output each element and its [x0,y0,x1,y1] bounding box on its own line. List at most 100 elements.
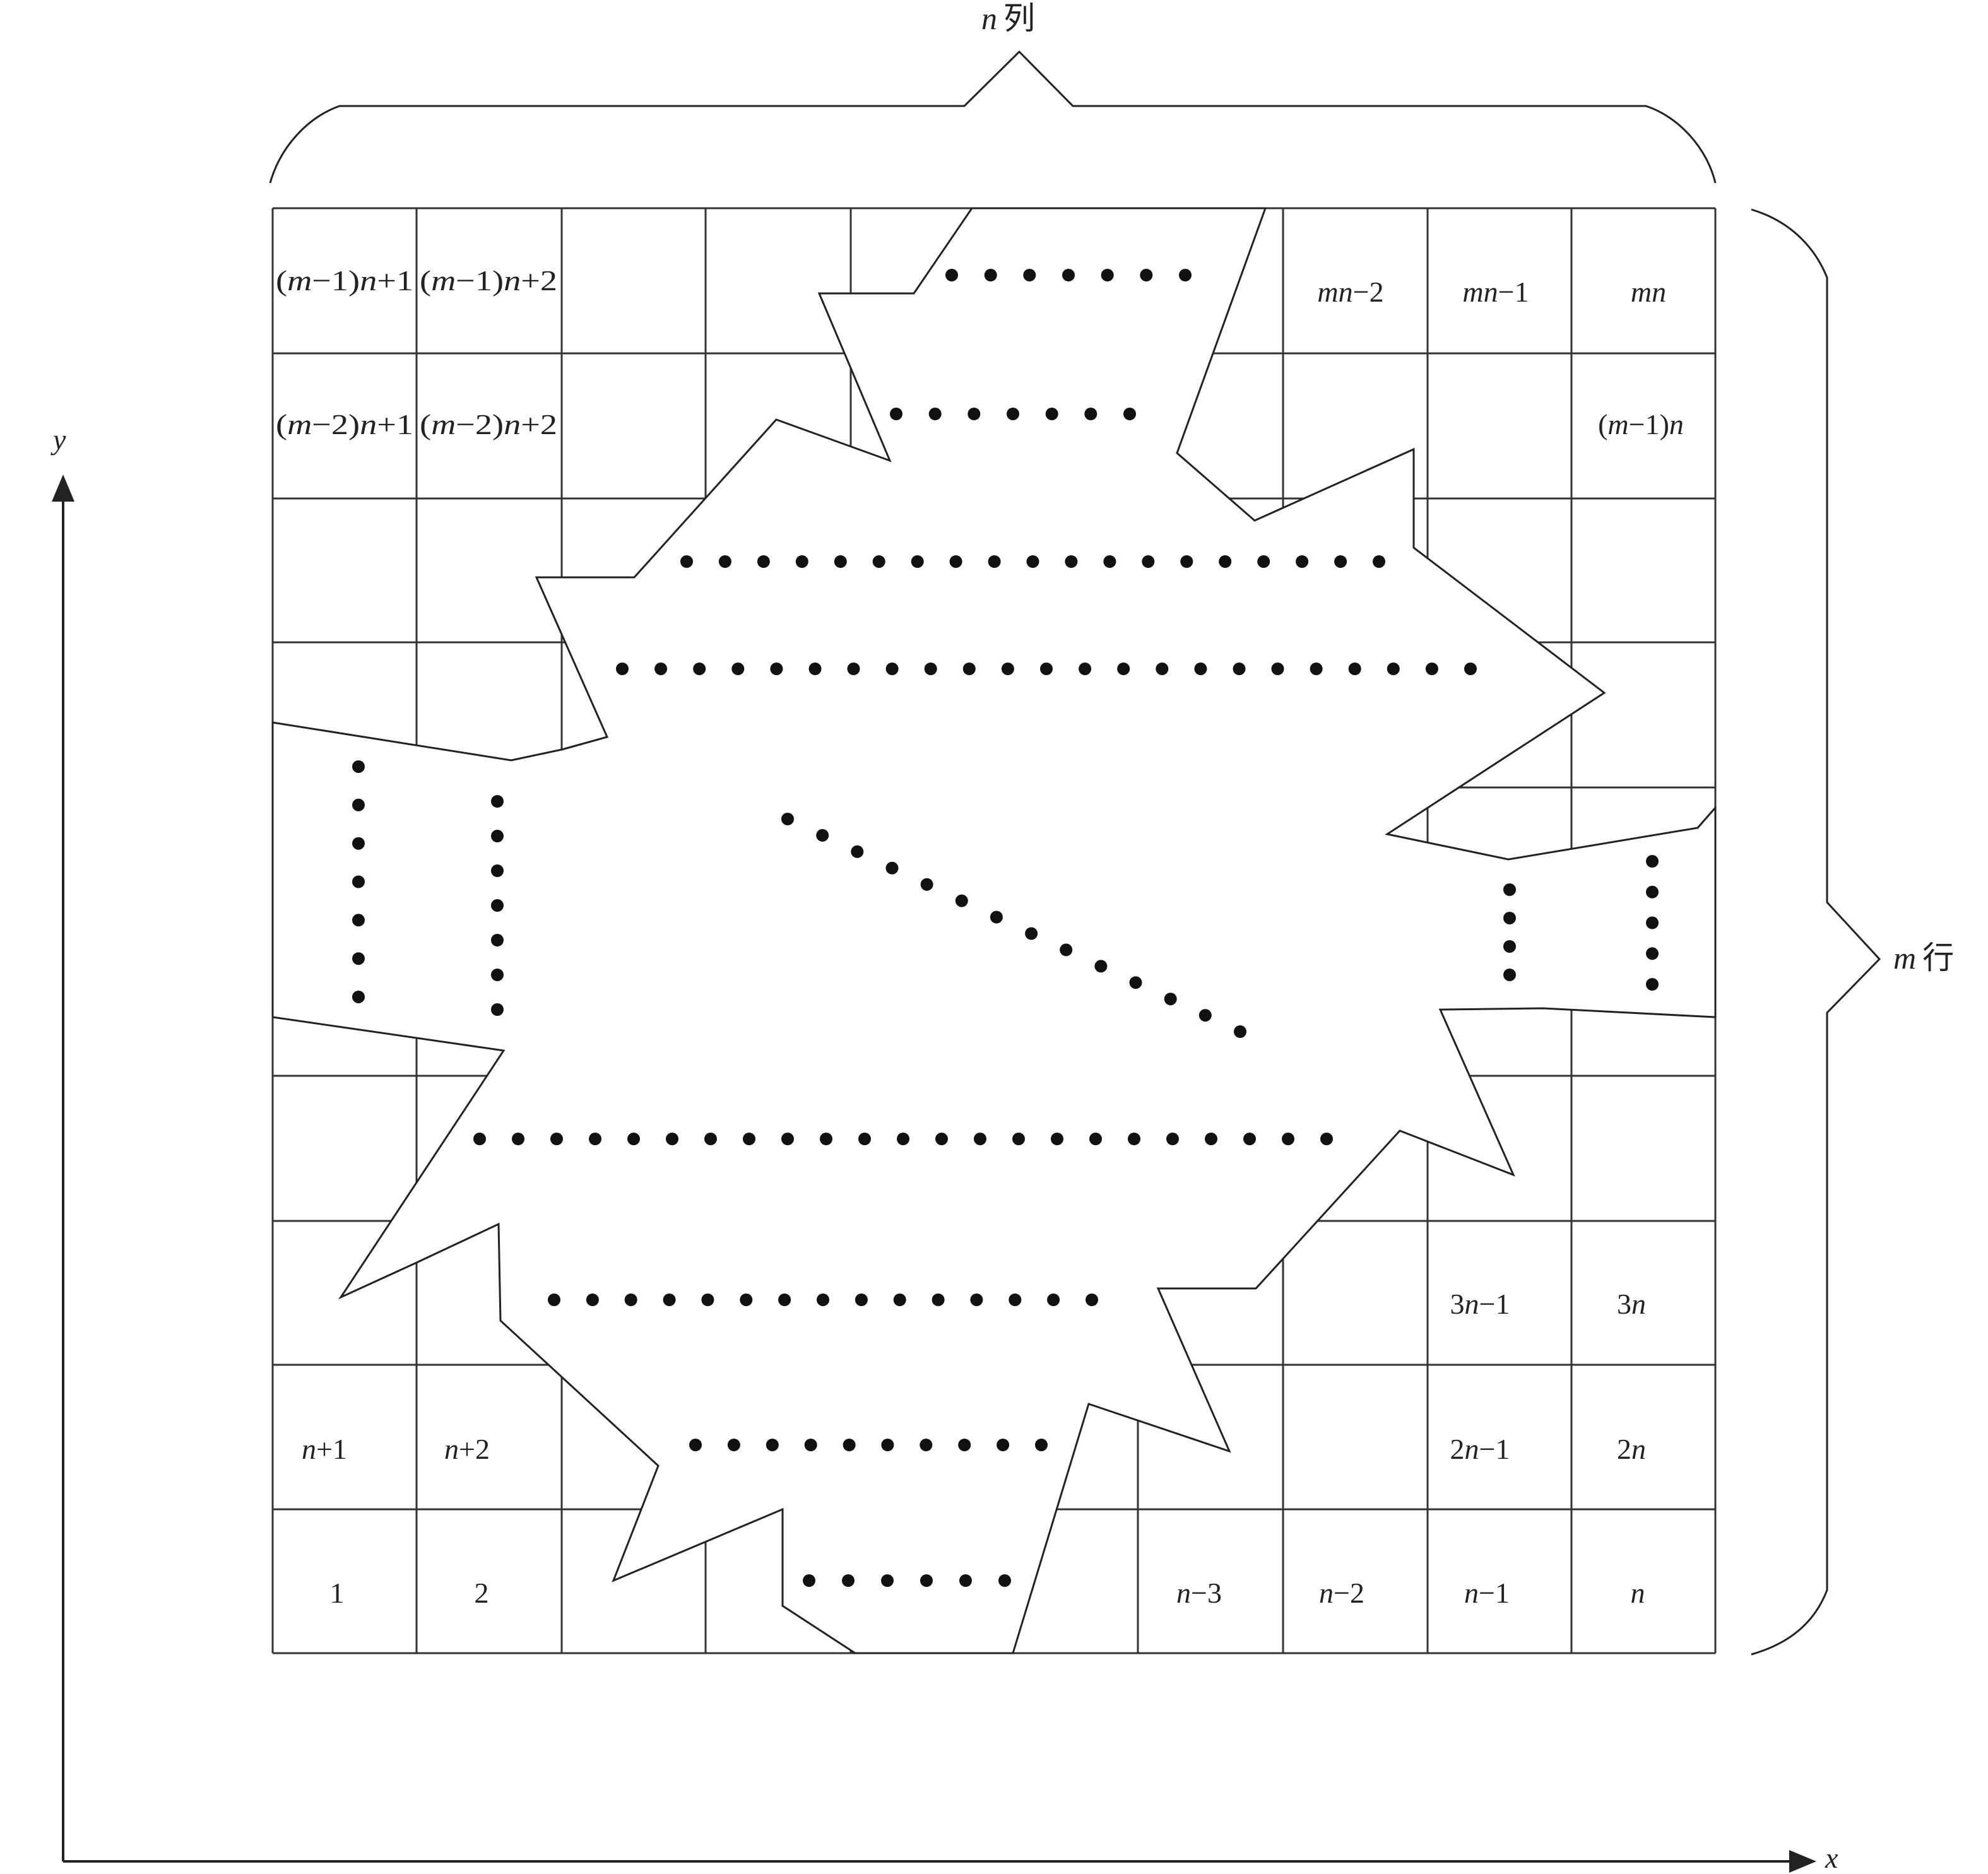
ellipsis-dot [1026,555,1039,568]
ellipsis-dot [847,663,860,675]
ellipsis-dot [1179,269,1192,281]
ellipsis-dot [701,1294,714,1306]
ellipsis-dot [1089,1133,1102,1145]
ellipsis-dot [1040,663,1053,675]
ellipsis-dot [491,1003,504,1016]
ellipsis-dot [1123,408,1136,420]
ellipsis-dot [491,899,504,912]
ellipsis-dot [820,1133,832,1145]
ellipsis-dot [1001,663,1014,675]
ellipsis-dot [352,837,365,850]
ellipsis-dot [1007,408,1019,420]
ellipsis-dot [795,555,808,568]
ellipsis-dot [1140,269,1153,281]
ellipsis-dot [1198,1009,1212,1022]
cell-label: 2n−1 [1450,1433,1510,1465]
ellipsis-dot [1142,555,1155,568]
ellipsis-dot [1065,555,1078,568]
ellipsis-dot [616,663,629,675]
ellipsis-dot [1084,408,1098,420]
ellipsis-dot [881,1439,894,1451]
ellipsis-dot [932,1294,945,1306]
ellipsis-dot [1464,663,1477,675]
ellipsis-dot [766,1439,779,1451]
ellipsis-dot [1094,960,1108,973]
ellipsis-dot [997,1439,1010,1451]
ellipsis-dots [352,269,1659,1587]
ellipsis-dot [757,555,770,568]
ellipsis-dot [1128,1133,1140,1145]
ellipsis-dot [666,1133,678,1145]
ellipsis-dot [858,1133,871,1145]
ellipsis-dot [743,1133,755,1145]
ellipsis-dot [1180,555,1193,568]
cell-labels: (m−1)n+1 (m−1)n+2 mn−2 mn−1 mn (m−2)n+1 … [276,264,1684,1609]
ellipsis-dot [958,1439,971,1451]
ellipsis-dot [967,408,981,420]
ellipsis-dot [1035,1439,1048,1451]
ellipsis-dot [1234,1025,1246,1038]
ellipsis-dot [945,269,958,281]
ellipsis-dot [881,1574,894,1587]
ellipsis-dot [816,828,829,842]
ellipsis-dot [512,1133,524,1145]
ellipsis-dot [928,408,942,420]
ellipsis-dot [624,1294,637,1306]
torn-region [271,207,1717,1654]
ellipsis-dot [1282,1133,1294,1145]
ellipsis-dot [974,1133,986,1145]
ellipsis-dot [1310,663,1323,675]
ellipsis-dot [935,1133,948,1145]
ellipsis-dot [1060,943,1073,957]
ellipsis-dot [855,1294,868,1306]
ellipsis-dot [959,1574,972,1587]
ellipsis-dot [872,555,885,568]
row-brace [1751,208,1881,1656]
ellipsis-dot [1062,269,1075,281]
ellipsis-dot [897,1133,909,1145]
ellipsis-dot [1243,1133,1256,1145]
ellipsis-dot [1503,883,1516,896]
ellipsis-dot [1348,663,1361,675]
cell-label: (m−1)n+1 [276,264,413,297]
ellipsis-dot [1425,663,1438,675]
ellipsis-dot [491,934,504,946]
ellipsis-dot [893,1294,906,1306]
ellipsis-dot [1503,940,1516,953]
ellipsis-dot [1194,663,1207,675]
ellipsis-dot [781,813,794,825]
ellipsis-dot [586,1294,599,1306]
ellipsis-dot [920,1439,933,1451]
ellipsis-dot [920,878,933,891]
ellipsis-dot [949,555,962,568]
ellipsis-dot [1320,1133,1333,1145]
ellipsis-dot [890,408,902,420]
ellipsis-dot [1503,969,1516,981]
ellipsis-dot [1373,555,1385,568]
ellipsis-dot [1646,947,1659,960]
ellipsis-dot [352,914,365,927]
ellipsis-dot [1646,916,1659,929]
ellipsis-dot [1025,927,1038,940]
ellipsis-dot [770,663,783,675]
ellipsis-dot [804,1439,817,1451]
column-brace [269,50,1717,184]
x-axis [63,1850,1816,1873]
ellipsis-dot [352,760,365,773]
ellipsis-dot [920,1574,933,1587]
ellipsis-dot [970,1294,983,1306]
ellipsis-dot [491,830,504,842]
ellipsis-dot [1503,912,1516,924]
cell-label: (m−2)n+2 [420,408,557,440]
y-axis-label: y [50,423,66,456]
ellipsis-dot [962,663,976,675]
ellipsis-dot [1156,663,1169,675]
ellipsis-dot [352,875,365,888]
ellipsis-dot [778,1294,791,1306]
cell-label: mn−2 [1317,276,1383,308]
ellipsis-dot [663,1294,676,1306]
ellipsis-dot [1646,885,1659,899]
ellipsis-dot [727,1439,740,1451]
